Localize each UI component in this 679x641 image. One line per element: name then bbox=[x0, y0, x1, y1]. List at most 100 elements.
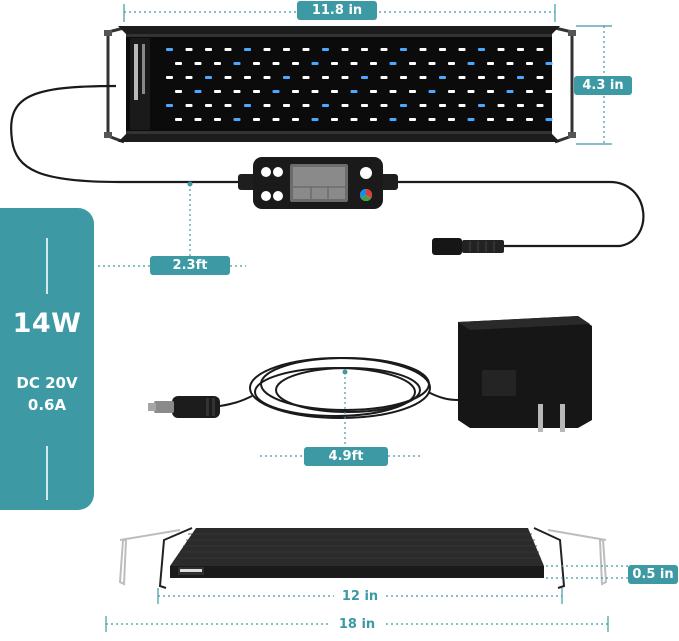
led-dot bbox=[263, 76, 271, 79]
led-dot bbox=[517, 104, 524, 107]
panel-divider-bottom bbox=[46, 446, 48, 500]
led-dot bbox=[497, 76, 505, 79]
led-dot bbox=[283, 76, 290, 79]
bracket-max-tag: 18 in bbox=[328, 615, 386, 634]
panel-divider-top bbox=[46, 238, 48, 294]
led-dot bbox=[311, 118, 319, 121]
led-dot bbox=[322, 104, 329, 107]
led-dot bbox=[428, 90, 436, 93]
led-dot bbox=[244, 104, 251, 107]
led-dot bbox=[497, 48, 505, 51]
led-dot bbox=[506, 90, 514, 93]
led-dot bbox=[380, 76, 388, 79]
led-dot bbox=[224, 104, 232, 107]
led-dot bbox=[272, 90, 280, 93]
adapter-cable-tag: 4.9ft bbox=[304, 447, 388, 466]
led-dot bbox=[244, 48, 251, 51]
led-dot bbox=[214, 118, 221, 121]
led-dot bbox=[458, 76, 466, 79]
led-dot bbox=[214, 62, 221, 65]
led-dot bbox=[194, 90, 202, 93]
led-dot bbox=[380, 48, 388, 51]
led-dot bbox=[428, 118, 436, 121]
led-dot bbox=[331, 62, 338, 65]
led-dot bbox=[272, 118, 280, 121]
led-dot bbox=[244, 76, 251, 79]
led-dot bbox=[478, 48, 485, 51]
led-dot bbox=[311, 62, 319, 65]
led-dot bbox=[185, 76, 193, 79]
led-dot bbox=[361, 76, 368, 79]
led-dot bbox=[389, 90, 397, 93]
led-dot bbox=[400, 76, 407, 79]
led-dot bbox=[292, 118, 299, 121]
led-dot bbox=[302, 48, 310, 51]
led-dot bbox=[439, 48, 446, 51]
led-dot bbox=[341, 104, 349, 107]
led-dot bbox=[467, 90, 475, 93]
led-dot bbox=[389, 118, 397, 121]
spec-panel: 14W DC 20V 0.6A bbox=[0, 208, 94, 510]
led-dot bbox=[526, 90, 533, 93]
led-dot bbox=[185, 104, 193, 107]
led-dot bbox=[322, 76, 329, 79]
led-dot bbox=[302, 76, 310, 79]
led-dot bbox=[233, 90, 241, 93]
power-adapter bbox=[148, 316, 592, 432]
right-bracket bbox=[554, 26, 574, 144]
led-dot bbox=[448, 118, 455, 121]
led-dot bbox=[350, 62, 358, 65]
voltage-label: DC 20V bbox=[16, 374, 78, 392]
led-dot bbox=[194, 62, 202, 65]
led-dot bbox=[419, 104, 427, 107]
led-dot bbox=[517, 76, 524, 79]
led-dot bbox=[224, 76, 232, 79]
led-dot bbox=[458, 104, 466, 107]
led-dot bbox=[331, 90, 338, 93]
led-dot bbox=[380, 104, 388, 107]
bracket-min-tag: 12 in bbox=[334, 587, 386, 606]
led-dot bbox=[214, 90, 221, 93]
led-dot bbox=[517, 48, 524, 51]
mode-button-icon bbox=[273, 167, 283, 177]
thickness-leader bbox=[546, 565, 630, 579]
led-dot bbox=[350, 118, 358, 121]
led-dot bbox=[205, 48, 212, 51]
led-dot bbox=[439, 76, 446, 79]
led-dot bbox=[166, 48, 173, 51]
led-dot bbox=[302, 104, 310, 107]
led-dot bbox=[478, 76, 485, 79]
led-controller bbox=[238, 157, 398, 209]
led-dot bbox=[409, 118, 416, 121]
led-dot bbox=[428, 62, 436, 65]
led-dot bbox=[419, 76, 427, 79]
led-dot bbox=[419, 48, 427, 51]
aquarium-light-side-view bbox=[118, 527, 608, 589]
led-dot bbox=[497, 104, 505, 107]
output-cable bbox=[378, 180, 645, 248]
controller-cable-tag: 2.3ft bbox=[150, 256, 230, 275]
led-dot bbox=[487, 90, 494, 93]
led-dot bbox=[194, 118, 202, 121]
led-dot bbox=[506, 62, 514, 65]
led-dot bbox=[409, 62, 416, 65]
led-dot bbox=[341, 48, 349, 51]
led-dot bbox=[467, 62, 475, 65]
led-dot bbox=[370, 62, 377, 65]
led-dot bbox=[233, 118, 241, 121]
led-dot bbox=[175, 62, 182, 65]
led-dot bbox=[370, 118, 377, 121]
led-dot bbox=[439, 104, 446, 107]
led-dot bbox=[545, 118, 553, 121]
timer-button-icon bbox=[273, 191, 283, 201]
up-button-icon bbox=[261, 167, 271, 177]
led-dot bbox=[292, 90, 299, 93]
led-dot bbox=[536, 76, 544, 79]
height-tag: 4.3 in bbox=[574, 76, 632, 95]
dc-female-connector bbox=[432, 238, 504, 255]
led-dot bbox=[311, 90, 319, 93]
led-dot bbox=[545, 90, 553, 93]
current-label: 0.6A bbox=[27, 396, 67, 414]
led-dot bbox=[526, 62, 533, 65]
